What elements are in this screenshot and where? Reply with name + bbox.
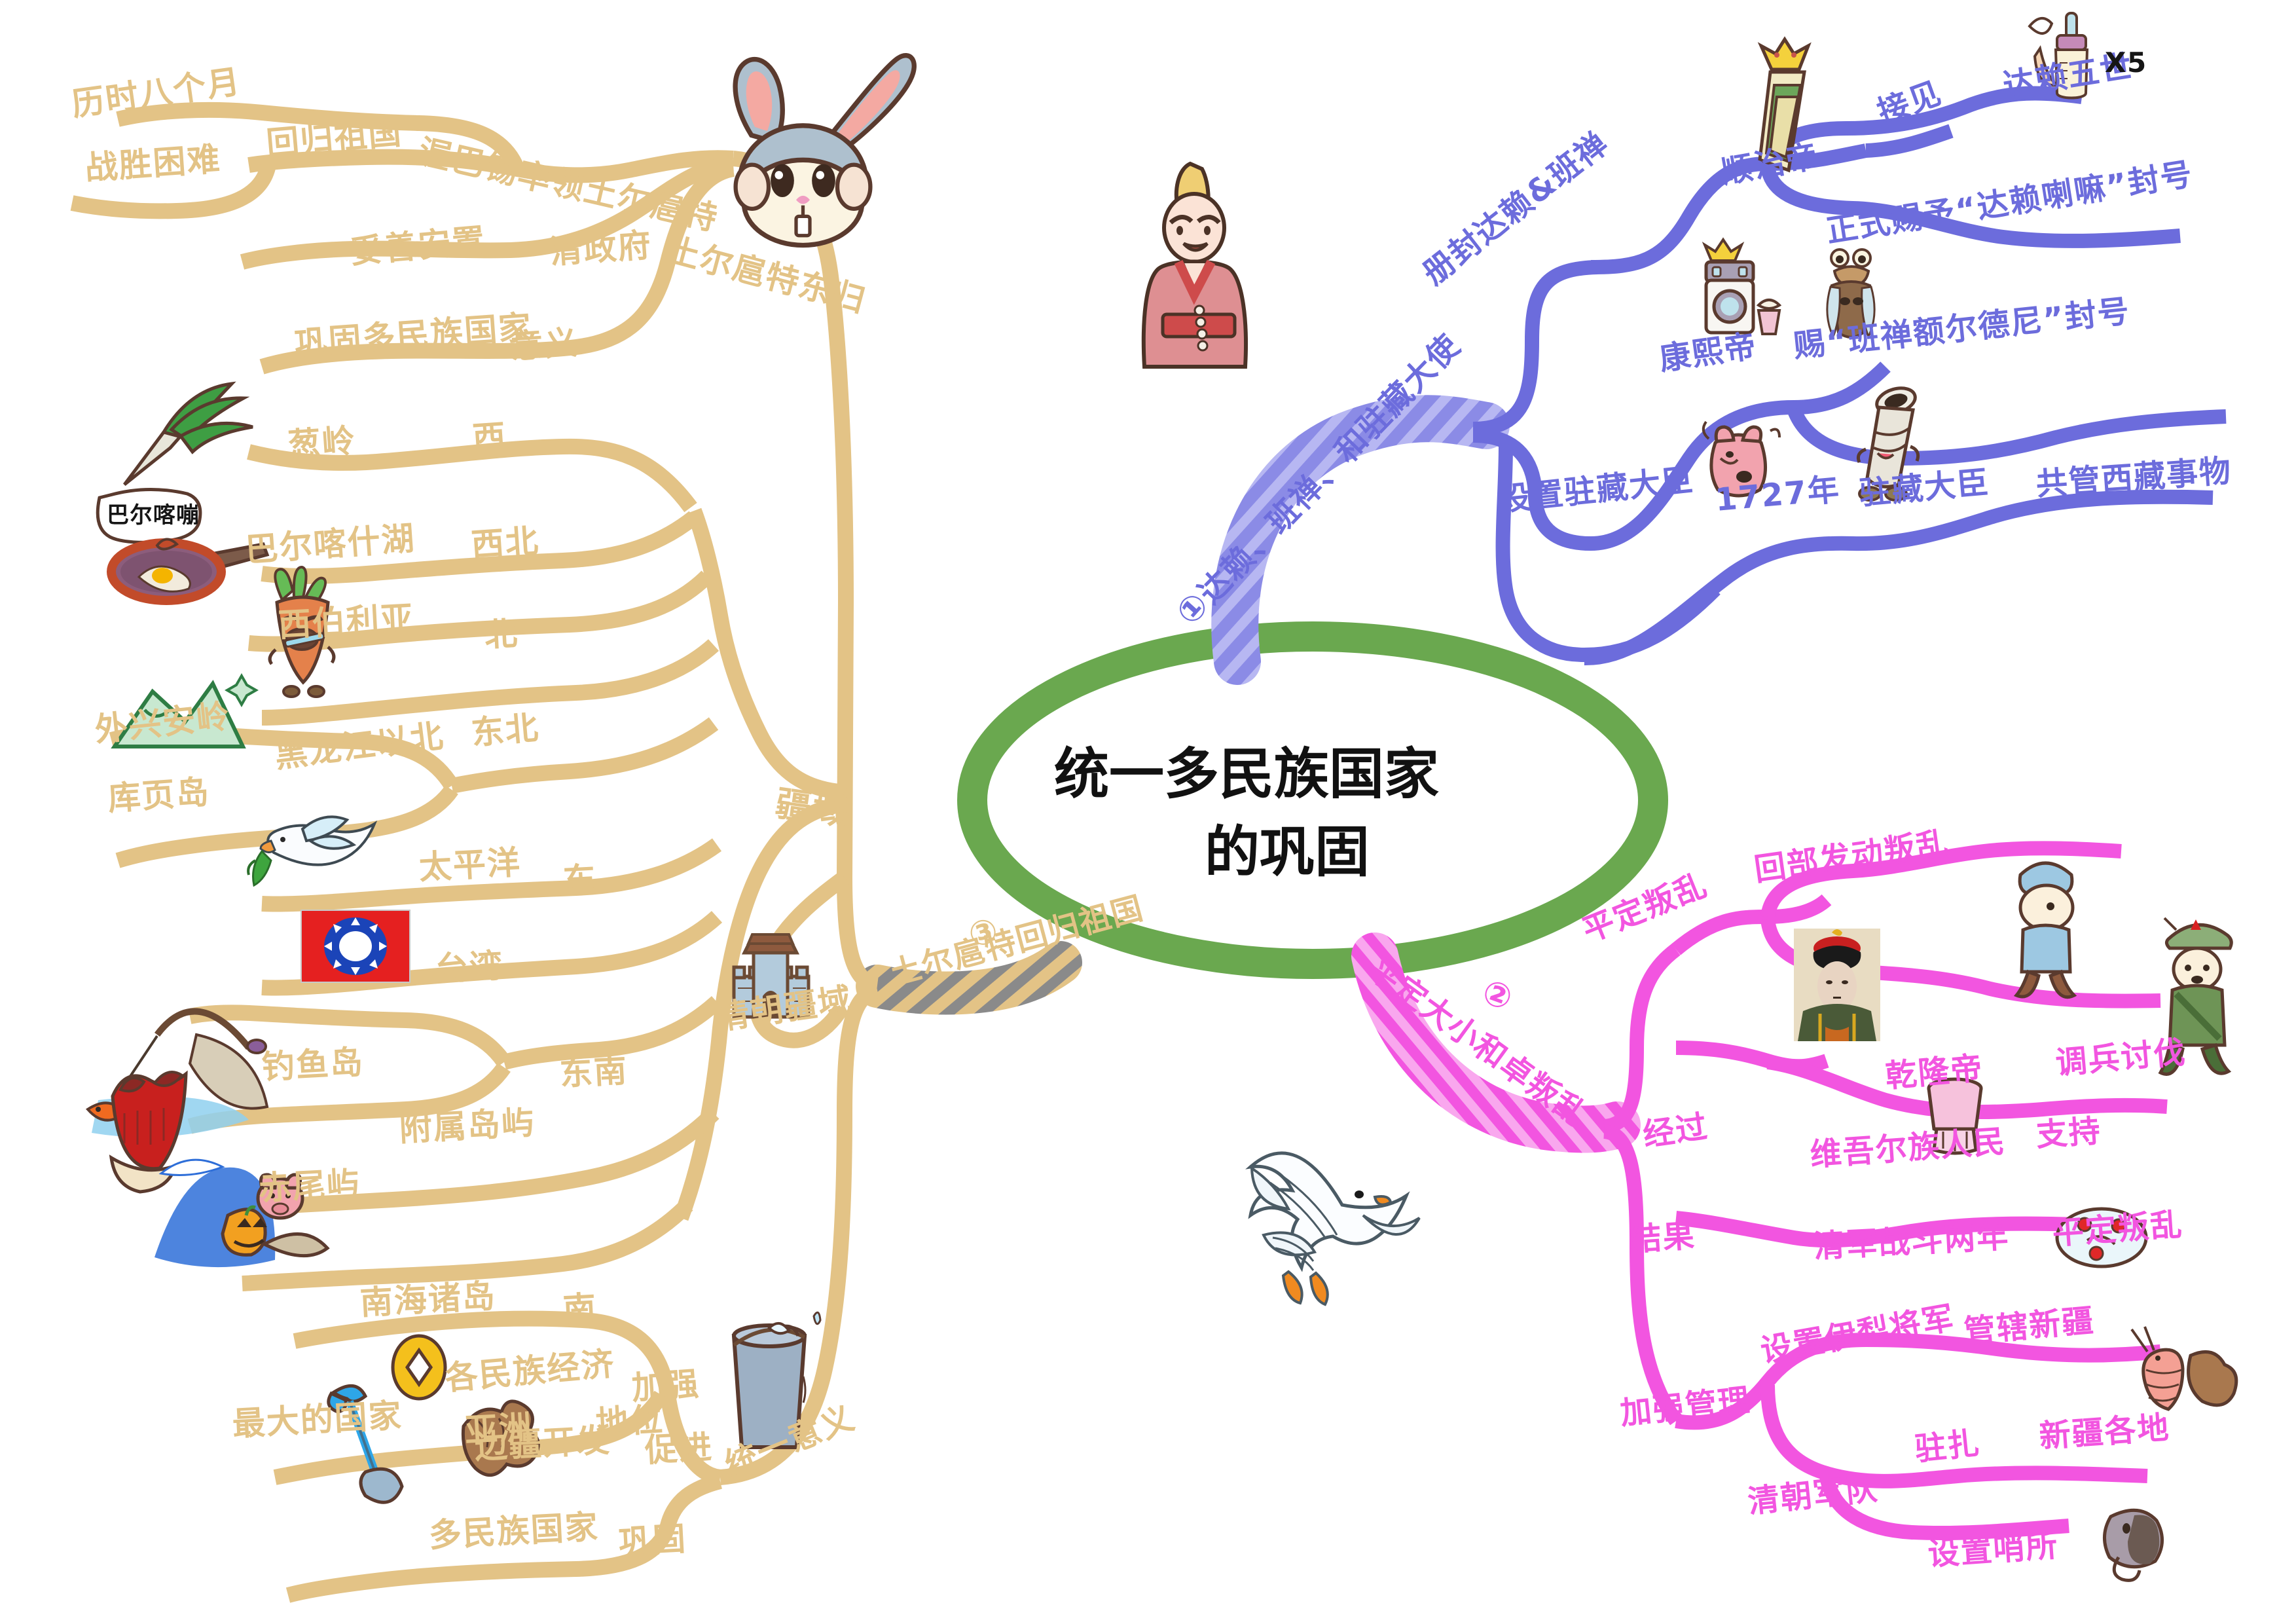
branch-3-trunk-label: 土尔扈特回归祖国	[885, 889, 1148, 993]
node-guanxia-xinjiang[interactable]: 管辖新疆	[1962, 1302, 2096, 1350]
dove-large-icon	[1245, 1151, 1421, 1306]
node-tongyi-yiyi[interactable]: 统一意义	[720, 1398, 860, 1485]
node-jiaqiang-guanli[interactable]: 加强管理	[1618, 1382, 1753, 1432]
node-huigui-zuguo[interactable]: 回归祖国	[264, 113, 404, 163]
node-balkash[interactable]: 巴尔喀什湖	[244, 519, 417, 569]
frying-pan-egg-icon	[107, 538, 270, 605]
node-xiboliya[interactable]: 西伯利亚	[277, 599, 416, 644]
node-xinjiang-gedi[interactable]: 新疆各地	[2038, 1409, 2172, 1455]
branch-1-trunk-label: 达赖、班禅、和驻藏大使	[1191, 327, 1468, 612]
node-wobaxi[interactable]: 渥巴锡率领土尔扈特	[414, 132, 722, 238]
node-weiwuer[interactable]: 维吾尔族人民	[1809, 1123, 2007, 1173]
x5-label: X5	[2105, 46, 2147, 79]
node-tuerhute-dongui[interactable]: 土尔扈特东归	[663, 230, 870, 320]
node-nan[interactable]: 南	[562, 1289, 598, 1329]
center-title-line1: 统一多民族国家	[1054, 742, 1440, 806]
node-diaobing[interactable]: 调兵讨伐	[2054, 1033, 2188, 1082]
node-congling[interactable]: 葱岭	[286, 421, 357, 464]
node-dongnan[interactable]: 东南	[558, 1051, 629, 1093]
node-cefeng[interactable]: 册封达赖&班禅	[1415, 124, 1616, 293]
node-zhichi[interactable]: 支持	[2035, 1113, 2103, 1154]
coin-icon	[391, 1334, 447, 1401]
node-jiaqiang[interactable]: 加强	[630, 1364, 701, 1407]
node-shezhi-dachen[interactable]: 设置驻藏大臣	[1497, 461, 1696, 519]
node-dong[interactable]: 东	[562, 860, 598, 900]
branch-2-number: ②	[1477, 972, 1518, 1019]
monk-figure-icon	[1141, 161, 1248, 369]
node-taiwan[interactable]: 台湾	[434, 946, 505, 988]
node-fushudaoyu[interactable]: 附属岛屿	[398, 1103, 537, 1149]
node-dalai-title[interactable]: 正式赐予“达赖喇嘛”封号	[1823, 155, 2196, 250]
washer-crown-icon	[1702, 237, 1782, 335]
node-jieguo[interactable]: 结果	[1629, 1217, 1697, 1259]
node-zhuzha[interactable]: 驻扎	[1913, 1424, 1982, 1468]
node-geminzu-jingji[interactable]: 各民族经济	[443, 1344, 617, 1397]
node-pingding-2[interactable]: 平定叛乱	[2051, 1206, 2185, 1252]
node-kuyedao[interactable]: 库页岛	[106, 773, 211, 818]
node-bei[interactable]: 北	[483, 614, 520, 654]
shrimp-icon	[2130, 1326, 2238, 1411]
node-jingguo[interactable]: 经过	[1641, 1108, 1711, 1154]
node-zhansheng-kunnan[interactable]: 战胜困难	[83, 139, 223, 187]
node-cujin[interactable]: 促进	[644, 1428, 714, 1469]
scallion-icon	[123, 381, 253, 486]
node-qingchao-jiangyu[interactable]: 清朝疆域	[714, 980, 855, 1037]
branch-2-trunk-label: 平定大小和卓叛乱	[1360, 950, 1594, 1134]
node-duominzu-guojia[interactable]: 多民族国家	[428, 1507, 600, 1555]
node-heilongjiang[interactable]: 黑龙江以北	[272, 716, 446, 775]
node-qianlong[interactable]: 乾隆帝	[1884, 1050, 1985, 1095]
node-shezhi-shaosuo[interactable]: 设置哨所	[1927, 1527, 2060, 1573]
node-qingchao-jundui[interactable]: 清朝军队	[1746, 1470, 1880, 1521]
node-qingzhengfu[interactable]: 清政府	[548, 226, 653, 271]
node-year-1727[interactable]: 1727年	[1713, 471, 1842, 519]
node-yiyi[interactable]: 意义	[509, 323, 580, 366]
boy-blue-icon	[2013, 861, 2077, 999]
node-xi[interactable]: 西	[471, 417, 508, 458]
node-qingjun[interactable]: 清军战斗两年	[1812, 1218, 2011, 1265]
fishing-icon	[85, 1008, 269, 1137]
node-jiangyu[interactable]: 疆域	[773, 783, 852, 834]
node-zhuzang-dachen[interactable]: 驻藏大臣	[1857, 464, 1992, 512]
dove-small-icon	[247, 815, 378, 887]
center-title-line2: 的巩固	[1205, 820, 1370, 884]
node-diaoyudao[interactable]: 钓鱼岛	[261, 1043, 365, 1086]
node-taipingyang[interactable]: 太平洋	[418, 843, 522, 887]
taiwan-emblem-icon	[301, 910, 410, 983]
node-kangxi[interactable]: 康熙帝	[1657, 327, 1760, 378]
node-yili-jiangjun[interactable]: 设置伊梨将军	[1758, 1299, 1958, 1370]
node-zuidaguojia[interactable]: 最大的国家	[231, 1396, 404, 1443]
rabbit-head-icon	[733, 53, 917, 248]
qianlong-portrait-icon	[1794, 929, 1880, 1041]
node-shunzhi[interactable]: 顺治帝	[1719, 138, 1822, 191]
bag-icon	[2102, 1508, 2164, 1582]
node-gonggu-duominzu[interactable]: 巩固多民族国家	[293, 308, 534, 363]
node-bianjiang-kaifa[interactable]: 边疆开发	[473, 1421, 612, 1466]
node-gonggu[interactable]: 巩固	[617, 1519, 688, 1561]
red-shell-icon	[109, 1070, 188, 1194]
node-tuoshan-anzhi[interactable]: 妥善安置	[348, 221, 488, 271]
node-bageyue[interactable]: 历时八个月	[69, 62, 244, 124]
node-nanhai[interactable]: 南海诸岛	[359, 1277, 498, 1322]
speech-bubble-text: 巴尔喀嘣	[107, 502, 200, 528]
center-node-title: 统一多民族国家 的巩固	[1054, 740, 1578, 887]
node-xibei[interactable]: 西北	[469, 521, 541, 564]
node-chiweiyu[interactable]: 赤尾屿	[257, 1164, 362, 1208]
node-banchan-title[interactable]: 赐“班禅额尔德尼”封号	[1792, 293, 2132, 365]
node-dongbei[interactable]: 东北	[469, 709, 541, 752]
node-pingding-panluan[interactable]: 平定叛乱	[1577, 866, 1713, 950]
node-huibu-panluan[interactable]: 回部发动叛乱	[1752, 824, 1952, 889]
node-jiejian[interactable]: 接见	[1872, 74, 1947, 132]
node-gongguan-xizang[interactable]: 共管西藏事物	[2035, 452, 2233, 503]
node-waixingan[interactable]: 外兴安岭	[92, 697, 232, 749]
